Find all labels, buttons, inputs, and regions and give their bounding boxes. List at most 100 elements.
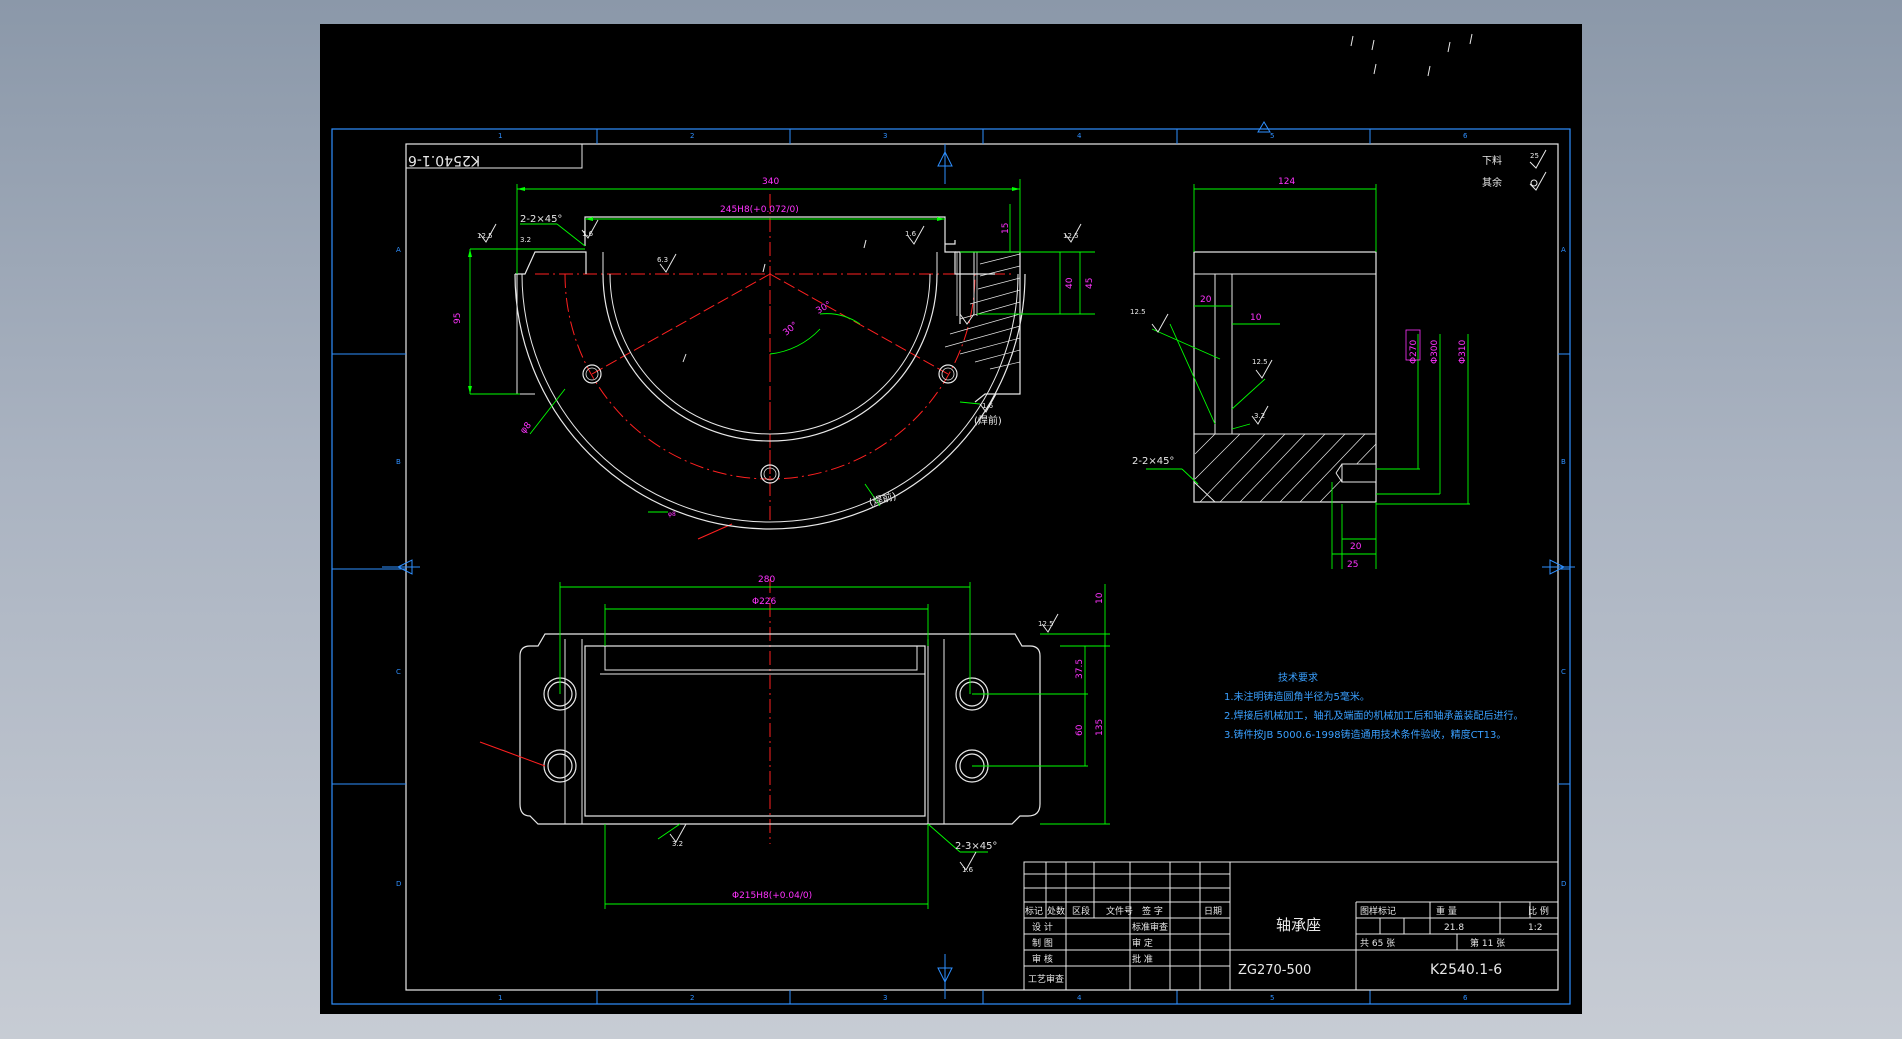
svg-text:D: D — [1561, 880, 1566, 888]
title-block — [1023, 861, 1559, 991]
zone-labels: 1 2 3 4 5 6 1 2 3 4 5 6 A B C D A B C D — [396, 132, 1566, 1002]
svg-text:12.5: 12.5 — [1063, 232, 1079, 240]
svg-text:技术要求: 技术要求 — [1278, 671, 1318, 684]
svg-text:设 计: 设 计 — [1032, 921, 1053, 933]
svg-text:5: 5 — [1270, 132, 1274, 140]
svg-text:5: 5 — [1270, 994, 1274, 1002]
svg-text:25: 25 — [1347, 560, 1358, 570]
svg-text:ZG270-500: ZG270-500 — [1238, 963, 1311, 978]
svg-text:6: 6 — [1463, 132, 1468, 140]
svg-text:15: 15 — [1001, 223, 1011, 234]
svg-text:1.未注明铸造圆角半径为5毫米。: 1.未注明铸造圆角半径为5毫米。 — [1224, 690, 1370, 703]
svg-text:日期: 日期 — [1204, 906, 1222, 917]
side-view: 124 20 10 Φ270 Φ300 Φ310 20 25 2-2×45° 1… — [1130, 177, 1470, 570]
svg-text:B: B — [396, 458, 401, 466]
stray-marks — [1350, 33, 1473, 77]
svg-text:3: 3 — [883, 132, 887, 140]
svg-text:C: C — [1561, 668, 1566, 676]
svg-text:2: 2 — [690, 132, 694, 140]
svg-text:标记: 标记 — [1025, 905, 1043, 917]
svg-text:3.2: 3.2 — [1254, 412, 1265, 420]
svg-text:6.3: 6.3 — [657, 256, 668, 264]
svg-text:审 定: 审 定 — [1132, 937, 1153, 949]
front-view: 340 245H8(+0.072/0) 95 40 45 15 30° 30° … — [453, 177, 1095, 540]
svg-text:1: 1 — [498, 994, 502, 1002]
svg-text:Φ215H8(+0.04/0): Φ215H8(+0.04/0) — [732, 891, 812, 901]
centering-marks — [382, 121, 1575, 999]
svg-text:12.5: 12.5 — [1130, 308, 1146, 316]
svg-text:制 图: 制 图 — [1032, 937, 1053, 949]
svg-text:Φ270: Φ270 — [1409, 339, 1419, 364]
svg-text:3.铸件按JB 5000.6-1998铸造通用技术条件验收，: 3.铸件按JB 5000.6-1998铸造通用技术条件验收，精度CT13。 — [1224, 728, 1506, 741]
zone-ticks — [332, 129, 1570, 1004]
svg-text:1.6: 1.6 — [982, 402, 994, 410]
svg-text:2.焊接后机械加工，轴孔及端面的机械加工后和轴承盖装配后进行: 2.焊接后机械加工，轴孔及端面的机械加工后和轴承盖装配后进行。 — [1224, 709, 1524, 722]
outer-frame — [331, 128, 1571, 1005]
svg-text:21.8: 21.8 — [1444, 923, 1464, 933]
inner-frame — [405, 143, 1559, 991]
svg-text:4: 4 — [1077, 132, 1082, 140]
svg-text:340: 340 — [762, 177, 779, 187]
svg-text:12.5: 12.5 — [1252, 358, 1268, 366]
svg-text:2: 2 — [690, 994, 694, 1002]
svg-text:20: 20 — [1200, 295, 1212, 305]
svg-text:Φ300: Φ300 — [1430, 339, 1440, 364]
svg-text:25: 25 — [1530, 152, 1539, 160]
svg-text:图样标记: 图样标记 — [1360, 905, 1396, 917]
svg-text:C: C — [396, 668, 401, 676]
svg-text:3.2: 3.2 — [520, 236, 531, 244]
svg-text:签 字: 签 字 — [1142, 905, 1163, 917]
svg-text:审 核: 审 核 — [1032, 953, 1053, 965]
title-block-text: 标记 处数 区段 文件号 签 字 日期 设 计 标准审查 制 图 审 定 审 核… — [1025, 905, 1549, 985]
svg-text:10: 10 — [1250, 313, 1262, 323]
svg-text:30°: 30° — [782, 320, 801, 338]
svg-text:20: 20 — [1350, 542, 1362, 552]
svg-text:3.2: 3.2 — [672, 840, 683, 848]
svg-text:3: 3 — [883, 994, 887, 1002]
cad-drawing: 1 2 3 4 5 6 1 2 3 4 5 6 A B C D A B C D … — [331, 33, 1575, 1005]
svg-text:12.5: 12.5 — [1038, 620, 1054, 628]
svg-text:1.6: 1.6 — [962, 866, 974, 874]
svg-text:37.5: 37.5 — [1075, 659, 1085, 679]
svg-text:Φ226: Φ226 — [752, 597, 777, 607]
plan-view: 280 Φ226 10 37.5 60 135 Φ215H8(+0.04/0) … — [479, 575, 1110, 909]
svg-text:2-2×45°: 2-2×45° — [520, 214, 562, 225]
svg-text:第 11 张: 第 11 张 — [1470, 937, 1505, 949]
tech-notes: 技术要求 1.未注明铸造圆角半径为5毫米。 2.焊接后机械加工，轴孔及端面的机械… — [1224, 671, 1524, 741]
svg-text:比 例: 比 例 — [1528, 905, 1549, 917]
svg-text:2-2×45°: 2-2×45° — [1132, 456, 1174, 467]
svg-text:B: B — [1561, 458, 1566, 466]
svg-text:1: 1 — [498, 132, 502, 140]
svg-text:D: D — [396, 880, 401, 888]
svg-text:A: A — [396, 246, 401, 254]
svg-text:轴承座: 轴承座 — [1276, 916, 1321, 934]
svg-text:12.5: 12.5 — [477, 232, 493, 240]
svg-text:(焊前): (焊前) — [974, 414, 1002, 427]
svg-text:280: 280 — [758, 575, 775, 585]
svg-text:φ8: φ8 — [668, 511, 676, 518]
svg-text:批 准: 批 准 — [1132, 953, 1153, 965]
svg-text:下料: 下料 — [1482, 154, 1502, 167]
svg-text:2-3×45°: 2-3×45° — [955, 841, 997, 852]
svg-text:60: 60 — [1075, 724, 1085, 736]
svg-text:文件号: 文件号 — [1106, 905, 1133, 917]
drawing-sheet: 1 2 3 4 5 6 1 2 3 4 5 6 A B C D A B C D … — [320, 24, 1582, 1014]
svg-text:124: 124 — [1278, 177, 1295, 187]
svg-text:45: 45 — [1085, 278, 1095, 289]
svg-text:标准审查: 标准审查 — [1132, 921, 1168, 933]
svg-text:重 量: 重 量 — [1436, 905, 1457, 917]
svg-text:10: 10 — [1095, 592, 1105, 604]
flipped-drawing-number: K2540.1-6 — [408, 152, 480, 168]
svg-text:6: 6 — [1463, 994, 1468, 1002]
svg-text:处数: 处数 — [1047, 905, 1065, 917]
svg-text:40: 40 — [1065, 277, 1075, 289]
svg-text:1.6: 1.6 — [582, 230, 594, 238]
svg-text:其余: 其余 — [1482, 176, 1502, 189]
svg-text:135: 135 — [1095, 719, 1105, 736]
svg-text:1:2: 1:2 — [1528, 923, 1542, 933]
svg-text:共 65 张: 共 65 张 — [1360, 938, 1395, 949]
svg-text:工艺审查: 工艺审查 — [1028, 973, 1064, 985]
roughness-note: 下料 其余 25 — [1482, 149, 1547, 191]
svg-text:245H8(+0.072/0): 245H8(+0.072/0) — [720, 205, 799, 215]
svg-text:95: 95 — [453, 313, 463, 324]
